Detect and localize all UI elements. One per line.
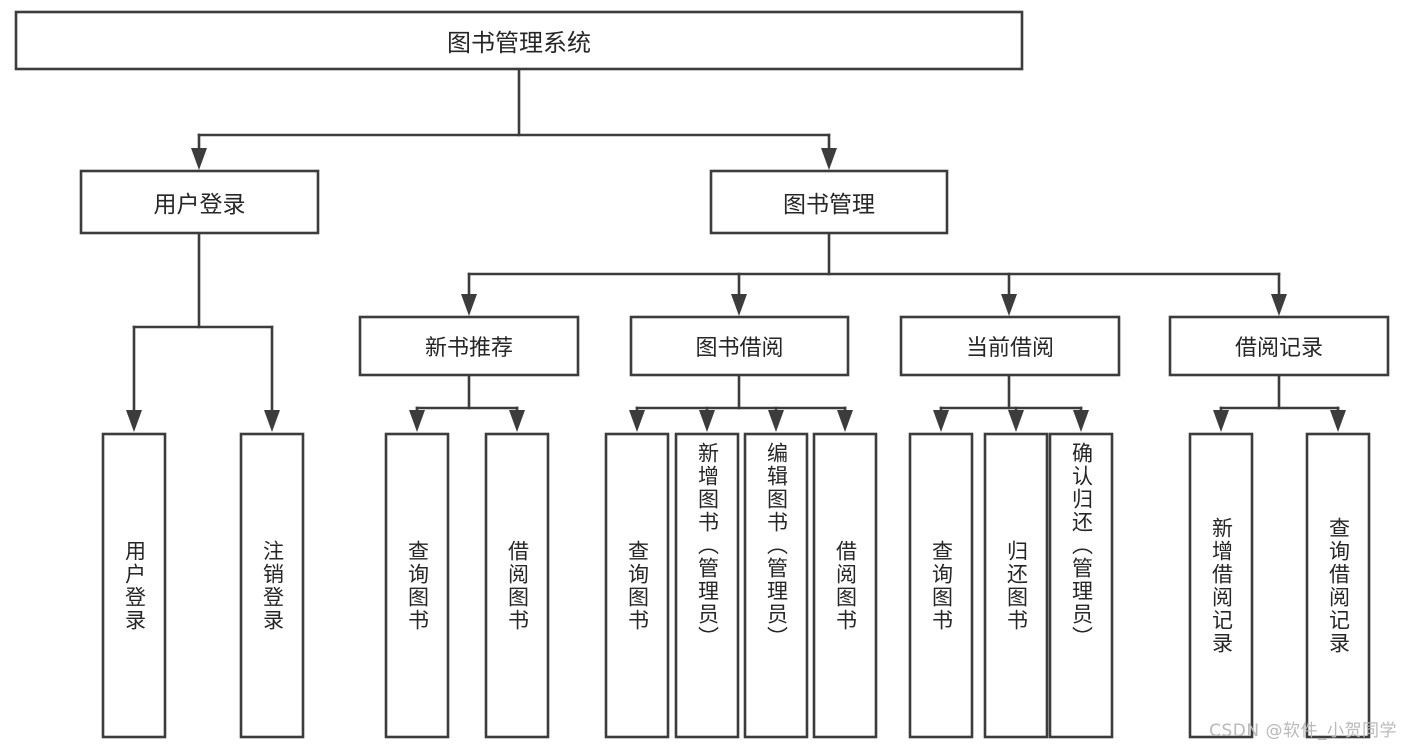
arrow-head-book-borrow [731, 294, 747, 316]
arrow-head-user-login [191, 148, 207, 170]
connector-group-root [191, 67, 837, 170]
connector-group-user-login [126, 231, 280, 432]
node-box-leaf-confirm-return[interactable] [1048, 432, 1114, 739]
arrow-head-current-borrow [1001, 294, 1017, 316]
arrow-head-leaf-query-book-cur [933, 410, 949, 432]
node-box-leaf-query-book-borrow[interactable] [604, 432, 670, 739]
arrow-head-leaf-add-record [1213, 410, 1229, 432]
node-box-leaf-query-book-rec[interactable] [384, 432, 450, 739]
node-box-leaf-user-login[interactable] [101, 432, 167, 739]
node-box-new-book-recommend[interactable] [358, 315, 580, 377]
connector-group-new-book-recommend [409, 373, 525, 432]
node-box-leaf-borrow-book-rec[interactable] [484, 432, 550, 739]
node-box-book-manage[interactable] [709, 169, 949, 235]
arrow-head-leaf-query-book-borrow [629, 410, 645, 432]
arrow-head-leaf-user-login [126, 410, 142, 432]
arrow-head-leaf-borrow-book [837, 410, 853, 432]
arrow-head-leaf-borrow-book-rec [509, 410, 525, 432]
node-box-leaf-return-book[interactable] [983, 432, 1049, 739]
node-box-leaf-add-book[interactable] [674, 432, 740, 739]
node-box-leaf-query-book-cur[interactable] [908, 432, 974, 739]
node-box-leaf-add-record[interactable] [1188, 432, 1254, 739]
node-box-leaf-edit-book[interactable] [743, 432, 809, 739]
node-box-book-borrow[interactable] [629, 315, 850, 377]
node-box-user-login[interactable] [79, 169, 320, 235]
arrow-head-leaf-confirm-return [1073, 410, 1089, 432]
arrow-head-leaf-return-book [1008, 410, 1024, 432]
arrow-head-new-book-recommend [461, 294, 477, 316]
arrow-head-leaf-edit-book [768, 410, 784, 432]
node-box-leaf-borrow-book[interactable] [812, 432, 878, 739]
connector-group-book-borrow [629, 373, 853, 432]
arrow-head-leaf-add-book [699, 410, 715, 432]
arrow-head-leaf-query-book-rec [409, 410, 425, 432]
connector-group-book-manage [461, 231, 1287, 316]
arrow-head-leaf-query-record [1330, 410, 1346, 432]
node-box-current-borrow[interactable] [899, 315, 1121, 377]
arrow-head-leaf-logout [264, 410, 280, 432]
connector-group-borrow-record [1213, 373, 1346, 432]
arrow-head-borrow-record [1271, 294, 1287, 316]
node-box-leaf-logout[interactable] [239, 432, 305, 739]
watermark-text: CSDN @软件_小贺同学 [1209, 721, 1397, 741]
arrow-head-book-manage [821, 148, 837, 170]
connector-group-current-borrow [933, 373, 1089, 432]
node-box-root[interactable] [14, 10, 1024, 71]
node-box-borrow-record[interactable] [1168, 315, 1390, 377]
node-box-leaf-query-record[interactable] [1305, 432, 1371, 739]
